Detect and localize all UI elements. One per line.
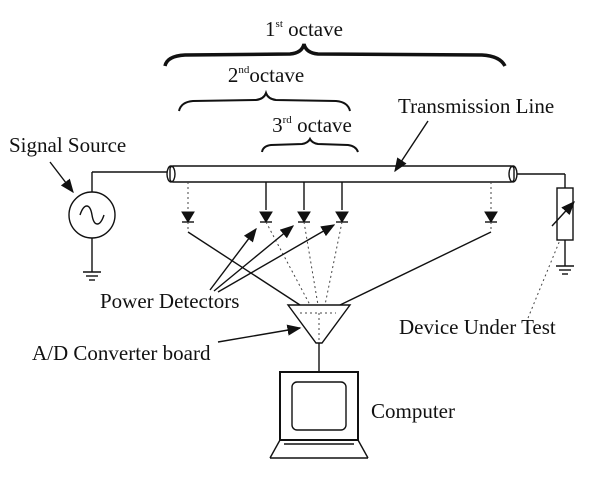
octave3-brace	[261, 136, 359, 153]
power-detector-arrows	[209, 224, 336, 293]
device-under-test-label: Device Under Test	[399, 315, 556, 339]
transmission-line-pointer	[394, 120, 429, 173]
diode-2	[259, 211, 273, 223]
ad-converter	[286, 304, 352, 372]
detector-wires	[187, 221, 492, 306]
ground-symbol-source	[83, 271, 101, 281]
transmission-line-label: Transmission Line	[398, 94, 554, 118]
detector-taps	[187, 182, 492, 210]
diode-3	[297, 211, 311, 223]
signal-source-label: Signal Source	[9, 133, 126, 157]
computer-label: Computer	[371, 399, 455, 423]
signal-source	[68, 171, 167, 272]
ad-converter-pointer	[217, 324, 302, 343]
octave2-label: 2ndoctave	[228, 63, 304, 87]
ground-symbol-dut	[556, 265, 574, 275]
power-detectors-label: Power Detectors	[100, 289, 239, 313]
device-under-test	[517, 173, 575, 266]
diode-4	[335, 211, 349, 223]
computer-icon	[269, 371, 369, 459]
signal-source-pointer	[49, 161, 74, 194]
octave1-label: 1st octave	[265, 17, 343, 41]
diode-5	[484, 211, 498, 232]
octave3-label: 3rd octave	[272, 113, 352, 137]
device-under-test-pointer	[527, 239, 561, 319]
ad-converter-label: A/D Converter board	[32, 341, 211, 365]
octave1-brace	[163, 43, 507, 67]
octave2-brace	[178, 89, 351, 112]
diode-1	[181, 211, 195, 232]
transmission-line	[166, 165, 518, 183]
